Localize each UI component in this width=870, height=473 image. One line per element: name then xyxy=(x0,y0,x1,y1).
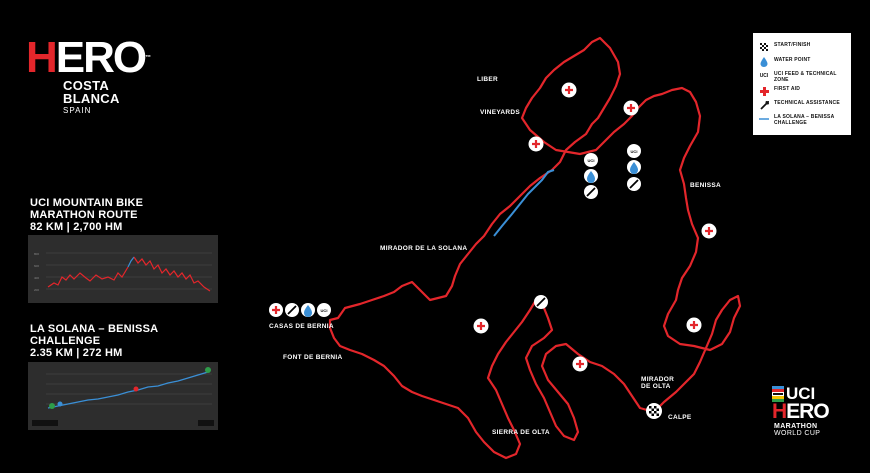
finish-marker xyxy=(205,367,211,373)
svg-text:600: 600 xyxy=(34,264,39,268)
legend-item-water-point: WATER POINT xyxy=(759,57,851,67)
start-marker xyxy=(49,403,55,409)
blue-line-icon xyxy=(759,114,769,124)
logo-h: H xyxy=(26,33,58,82)
water-drop-icon xyxy=(759,57,769,67)
legend-item-start-finish: START/FINISH xyxy=(759,42,851,52)
first-aid-marker xyxy=(473,318,489,334)
svg-text:UCI: UCI xyxy=(631,149,638,154)
water-drop-icon xyxy=(301,303,315,317)
wrench-icon xyxy=(584,185,598,199)
route1-elevation-profile: 800 600 400 200 xyxy=(28,235,218,303)
label-font-bernia: FONT DE BERNIA xyxy=(283,354,343,361)
aid-marker xyxy=(133,386,139,392)
first-aid-marker xyxy=(701,223,717,239)
uci-feed-icon: UCI xyxy=(627,144,641,158)
first-aid-marker xyxy=(269,303,283,317)
map-legend: START/FINISH WATER POINT UCI UCI FEED & … xyxy=(753,33,851,135)
logo-line-spain: SPAIN xyxy=(63,106,92,115)
checkered-flag-icon xyxy=(759,42,769,52)
start-finish-marker xyxy=(646,403,662,419)
label-liber: LIBER xyxy=(477,76,498,83)
uci-feed-icon: UCI xyxy=(317,303,331,317)
uci-feed-icon: UCI xyxy=(584,153,598,167)
challenge-route-line xyxy=(493,169,555,237)
route2-title: LA SOLANA – BENISSA CHALLENGE 2.35 KM | … xyxy=(30,323,159,359)
wrench-icon xyxy=(627,177,641,191)
hero-costa-blanca-logo: HERO™ COSTA BLANCA SPAIN xyxy=(26,33,151,116)
legend-item-technical-assistance: TECHNICAL ASSISTANCE xyxy=(759,100,851,110)
legend-item-uci-feed: UCI UCI FEED & TECHNICAL ZONE xyxy=(759,71,837,83)
legend-item-first-aid: FIRST AID xyxy=(759,86,851,96)
uci-hero-text: HERO xyxy=(772,400,830,423)
uci-stripes-icon xyxy=(772,386,784,402)
uci-text: UCI xyxy=(786,384,816,403)
water-drop-icon xyxy=(584,169,598,183)
label-vineyards: VINEYARDS xyxy=(480,109,521,116)
wrench-icon xyxy=(285,303,299,317)
water-marker xyxy=(57,401,63,407)
route1-title: UCI MOUNTAIN BIKE MARATHON ROUTE 82 KM |… xyxy=(30,197,144,233)
svg-text:UCI: UCI xyxy=(588,158,595,163)
first-aid-cross-icon xyxy=(759,86,769,96)
svg-text:400: 400 xyxy=(34,276,39,280)
label-calpe: CALPE xyxy=(668,414,692,421)
first-aid-marker xyxy=(623,100,639,116)
label-sierra-olta: SIERRA DE OLTA xyxy=(492,429,550,436)
label-mirador-solana: MIRADOR DE LA SOLANA xyxy=(380,245,468,252)
elevation-profile-chart: 800 600 400 200 xyxy=(34,252,212,292)
logo-hero-rest: ERO xyxy=(55,33,147,82)
uci-icon: UCI xyxy=(759,73,769,79)
marathon-route-line xyxy=(328,36,742,460)
first-aid-marker xyxy=(561,82,577,98)
uci-hero-marathon-logo: UCI HERO MARATHON WORLD CUP xyxy=(772,384,830,437)
label-casas-bernia: CASAS DE BERNIA xyxy=(269,323,334,330)
legend-item-challenge: LA SOLANA – BENISSA CHALLENGE xyxy=(759,114,851,126)
water-drop-icon xyxy=(627,160,641,174)
wrench-icon xyxy=(759,100,769,110)
first-aid-marker xyxy=(686,317,702,333)
svg-text:800: 800 xyxy=(34,252,39,256)
svg-text:200: 200 xyxy=(34,288,39,292)
label-benissa: BENISSA xyxy=(690,182,721,189)
challenge-elevation-chart xyxy=(32,367,214,426)
route2-elevation-profile xyxy=(28,362,218,430)
first-aid-marker xyxy=(572,356,588,372)
first-aid-marker xyxy=(528,136,544,152)
svg-text:UCI: UCI xyxy=(321,308,328,313)
label-mirador-olta: MIRADOR DE OLTA xyxy=(641,376,675,390)
logo-line-costa: COSTA xyxy=(63,78,110,93)
logo-line-blanca: BLANCA xyxy=(63,91,120,106)
wrench-icon xyxy=(534,295,548,309)
